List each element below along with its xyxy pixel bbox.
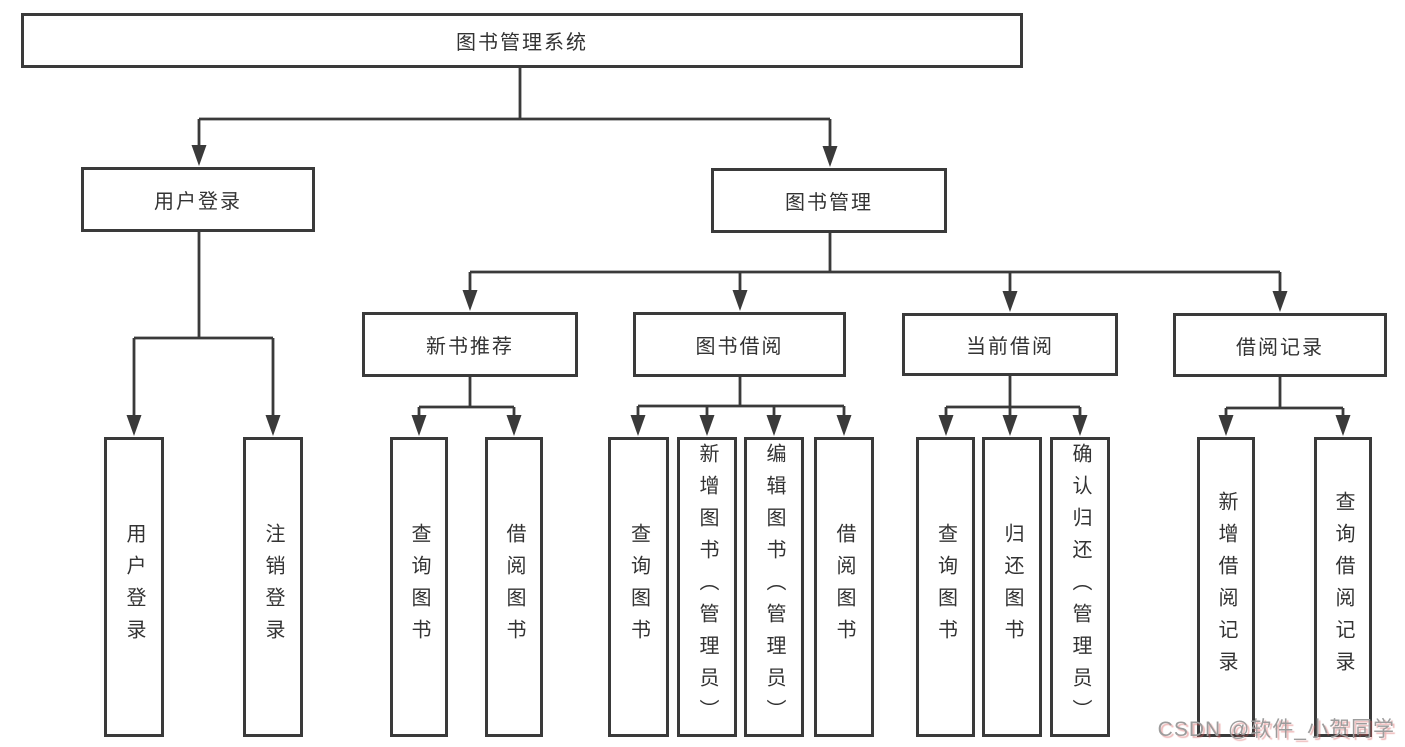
node-new-book-recommend: 新书推荐	[362, 312, 578, 377]
arrowhead	[836, 415, 852, 436]
edge-currentborrow-to-leaves	[944, 376, 1082, 420]
leaf-borrow-add-books-admin: 新增图书（管理员）	[677, 437, 737, 737]
leaf-borrow-query-books: 查询图书	[608, 437, 669, 737]
arrowhead	[766, 415, 782, 436]
edge-userlogin-to-leaves	[132, 232, 275, 419]
arrowhead	[732, 290, 748, 311]
arrowhead	[1335, 415, 1351, 436]
node-borrowing-records: 借阅记录	[1173, 313, 1387, 377]
arrowhead	[265, 415, 281, 436]
arrowhead	[411, 415, 427, 436]
arrowhead	[462, 290, 478, 311]
leaf-current-return-books: 归还图书	[982, 437, 1042, 737]
edge-bookborrow-to-leaves	[636, 377, 846, 420]
leaf-borrow-borrow-books: 借阅图书	[814, 437, 874, 737]
arrowhead	[630, 415, 646, 436]
edge-root-to-level2	[197, 66, 832, 150]
leaf-newbooks-borrow-books: 借阅图书	[485, 437, 543, 737]
arrowhead	[1272, 291, 1288, 312]
arrowhead	[938, 415, 954, 436]
node-book-management: 图书管理	[711, 168, 947, 233]
leaf-records-query-record: 查询借阅记录	[1314, 437, 1372, 737]
leaf-current-query-books: 查询图书	[916, 437, 975, 737]
leaf-newbooks-query-books: 查询图书	[390, 437, 448, 737]
arrowhead	[699, 415, 715, 436]
node-book-borrowing: 图书借阅	[633, 312, 846, 377]
arrowhead	[1002, 291, 1018, 312]
arrowhead	[1072, 415, 1088, 436]
arrowhead	[126, 415, 142, 436]
leaf-user-login: 用户登录	[104, 437, 164, 737]
edge-newbooks-to-leaves	[417, 377, 516, 420]
arrowhead	[822, 146, 838, 167]
arrowhead	[191, 145, 207, 166]
node-current-borrowing: 当前借阅	[902, 313, 1118, 376]
node-user-login: 用户登录	[81, 167, 315, 232]
leaf-logout: 注销登录	[243, 437, 303, 737]
arrowhead	[1218, 415, 1234, 436]
leaf-records-add-record: 新增借阅记录	[1197, 437, 1255, 737]
arrowhead	[1002, 415, 1018, 436]
csdn-watermark: CSDN @软件_小贺同学	[1157, 718, 1395, 741]
edge-bookmgmt-to-level3	[468, 233, 1282, 295]
node-root: 图书管理系统	[21, 13, 1023, 68]
leaf-borrow-edit-books-admin: 编辑图书（管理员）	[744, 437, 804, 737]
leaf-current-confirm-return-admin: 确认归还（管理员）	[1050, 437, 1110, 737]
edge-records-to-leaves	[1224, 377, 1345, 420]
arrowhead	[506, 415, 522, 436]
